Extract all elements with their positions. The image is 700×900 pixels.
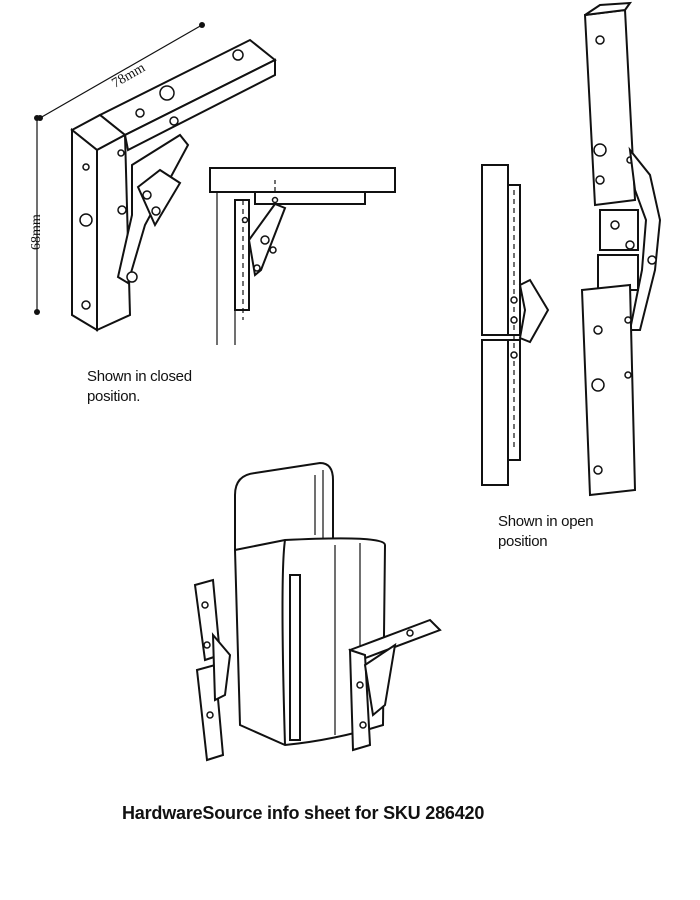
dimension-width-label: 78mm xyxy=(110,61,149,92)
open-caption-line-1: Shown in open xyxy=(498,513,594,530)
hinge-closed-installed-diagram xyxy=(209,167,396,345)
hinge-closed-dimensioned-drawing: 78mm 68mm xyxy=(29,22,277,332)
hinge-open-installed-diagram xyxy=(481,164,550,486)
hinge-open-drawing xyxy=(580,1,662,497)
open-caption-line-2: position xyxy=(498,533,548,550)
info-sheet-footer-title: HardwareSource info sheet for SKU 286420 xyxy=(122,803,485,823)
dimension-height-label: 68mm xyxy=(29,214,44,250)
box-with-hinges-illustration xyxy=(193,461,442,762)
closed-caption-line-1: Shown in closed xyxy=(87,368,192,385)
closed-position-caption: Shown in closed position. xyxy=(87,367,192,407)
closed-caption-line-2: position. xyxy=(87,388,141,405)
open-position-caption: Shown in open position xyxy=(498,512,594,552)
